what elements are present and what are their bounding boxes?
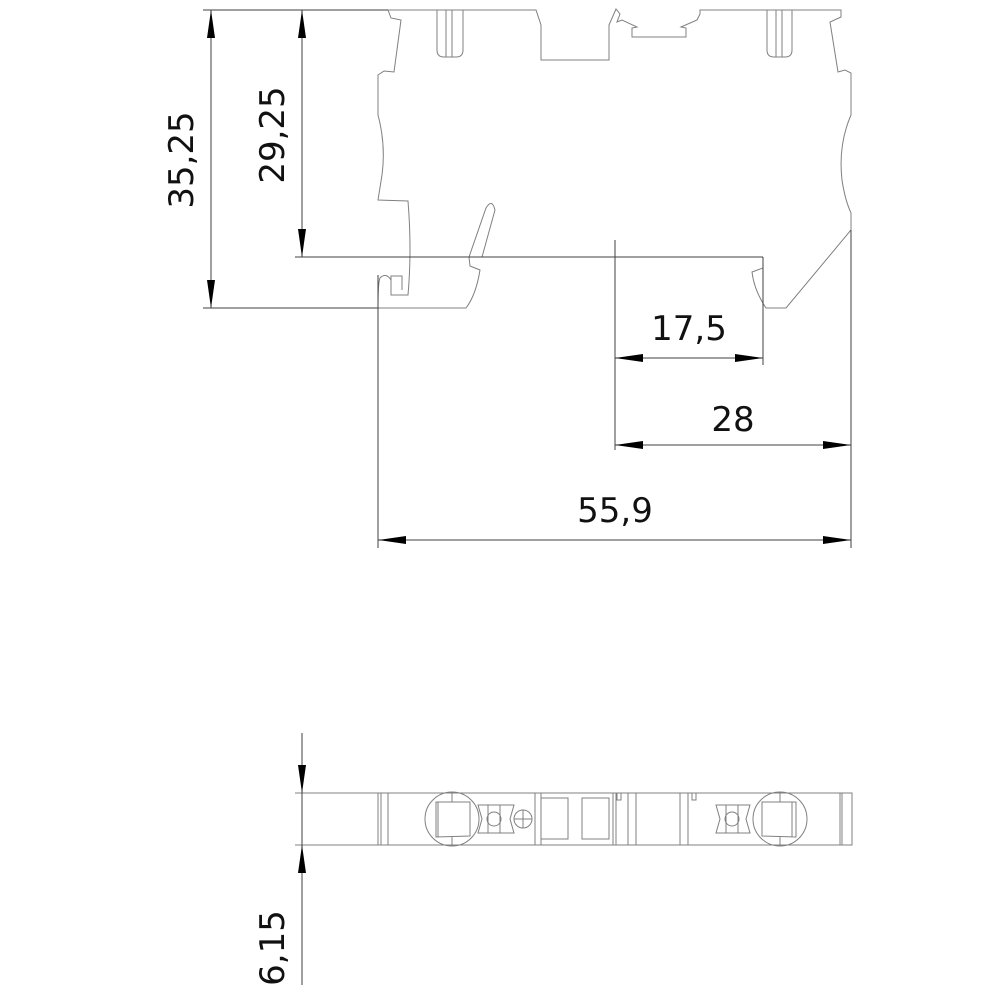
dim-label-rail-height: 29,25 bbox=[253, 86, 293, 183]
dim-label-overall-height: 35,25 bbox=[162, 111, 202, 208]
top-view-dimension bbox=[298, 733, 306, 985]
terminal-block-side-view bbox=[377, 8, 852, 309]
dim-label-width: 6,15 bbox=[253, 910, 293, 986]
dim-label-overall-length: 55,9 bbox=[577, 491, 653, 531]
dim-label-right-offset: 28 bbox=[711, 400, 754, 440]
dim-label-rail-offset: 17,5 bbox=[651, 309, 727, 349]
dimension-lines bbox=[203, 9, 852, 548]
terminal-block-top-view bbox=[295, 791, 853, 847]
